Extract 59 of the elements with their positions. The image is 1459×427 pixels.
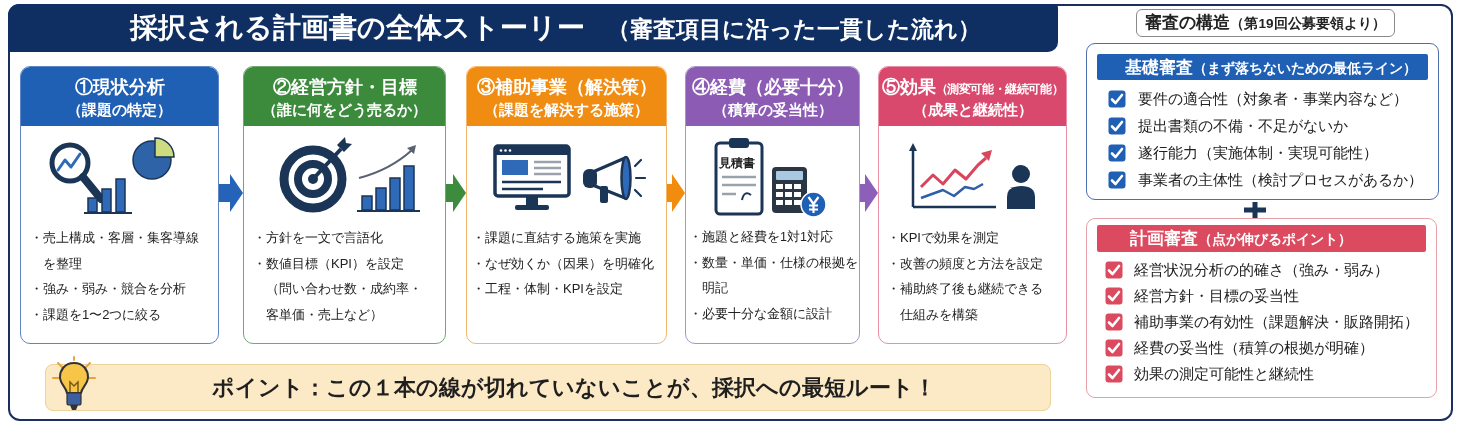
panel-title: 審査の構造 (1145, 13, 1231, 32)
bullet-text: ・方針を一文で言語化 (253, 229, 384, 247)
tip-text: ポイント：この１本の線が切れていないことが、採択への最短ルート！ (212, 375, 936, 400)
step-card (878, 66, 1067, 344)
step-subtitle: （課題の特定） (67, 101, 172, 118)
bullet-text: ・売上構成・客層・集客導線を整理 (30, 229, 200, 273)
step-title: ①現状分析 (74, 77, 165, 97)
title-band (8, 4, 1058, 52)
step-card (685, 66, 860, 344)
checklist-item: 遂行能力（実施体制・実現可能性） (1138, 143, 1378, 163)
step-subtitle: （成果と継続性） (912, 101, 1033, 118)
tip-bar (45, 364, 1051, 411)
bullet-text: ・課題を1〜2つに絞る (30, 305, 163, 324)
bullet-text: ・KPIで効果を測定 (887, 229, 1000, 247)
subtitle-text: （審査項目に沿った一貫した流れ） (607, 16, 981, 42)
header-box (1136, 9, 1395, 37)
box-title: 基礎審査 (1125, 58, 1193, 76)
checklist-item: 効果の測定可能性と継続性 (1134, 364, 1314, 384)
step-subtitle: （課題を解決する施策） (484, 101, 649, 118)
arrow (446, 174, 466, 212)
checklist-item: 経営状況分析の的確さ（強み・弱み） (1134, 260, 1389, 280)
checklist-item: 要件の適合性（対象者・事業内容など） (1138, 89, 1408, 109)
checklist-item: 経営方針・目標の妥当性 (1134, 286, 1299, 306)
step-title: ④経費（必要十分） (691, 77, 854, 97)
bullet-text: ・数値目標（KPI）を設定 (253, 254, 405, 273)
bullet-text: ・課題に直結する施策を実施 (472, 229, 642, 247)
step-title: ②経営方針・目標 (272, 77, 417, 97)
checklist-item: 経費の妥当性（積算の根拠が明確） (1134, 338, 1374, 358)
step-subtitle: （誰に何をどう売るか） (262, 101, 427, 118)
criteria-box (1086, 218, 1437, 398)
step-card (20, 66, 219, 344)
arrow (667, 174, 685, 212)
checklist-item: 事業者の主体性（検討プロセスがあるか） (1138, 170, 1423, 190)
bullet-text: （問い合わせ数・成約率・客単価・売上など） (265, 280, 423, 324)
document-title: 見積書 (719, 156, 755, 170)
bullet-text: ・なぜ効くか（因果）を明確化 (472, 254, 655, 273)
step-note: （測変可能・継続可能） (935, 82, 1064, 96)
arrow (860, 174, 878, 212)
box-title: 計画審査 (1130, 229, 1198, 247)
bullet-text: ・改善の頻度と方法を設定 (887, 254, 1044, 273)
checklist-item: 提出書類の不備・不足がないか (1138, 116, 1348, 136)
step-title: ⑤効果 (881, 77, 936, 97)
bullet-text: ・強み・弱み・競合を分析 (30, 280, 187, 298)
bullet-text: ・数量・単価・仕様の根拠を明記 (689, 254, 859, 297)
checklist-item: 補助事業の有効性（課題解決・販路開拓） (1134, 312, 1419, 332)
step-subtitle: （積算の妥当性） (712, 101, 833, 118)
step-card (243, 66, 446, 344)
bullet-text: ・工程・体制・KPIを設定 (472, 280, 624, 298)
bullet-text: ・必要十分な金額に設計 (689, 305, 833, 323)
step-card (466, 66, 667, 344)
panel-note: （第19回公募要領より） (1230, 16, 1386, 31)
title-text: 採択される計画書の全体ストーリー (130, 12, 585, 43)
criteria-box (1086, 43, 1439, 200)
arrow (219, 174, 243, 212)
step-title: ③補助事業（解決策） (476, 77, 657, 97)
bullet-text: ・施題と経費を1対1対応 (689, 229, 834, 246)
box-subtitle: （点が伸びるポイント） (1198, 231, 1352, 247)
bullet-text: ・補助終了後も継続できる仕組みを構築 (887, 280, 1044, 324)
box-subtitle: （まず落ちないための最低ライン） (1193, 60, 1417, 76)
